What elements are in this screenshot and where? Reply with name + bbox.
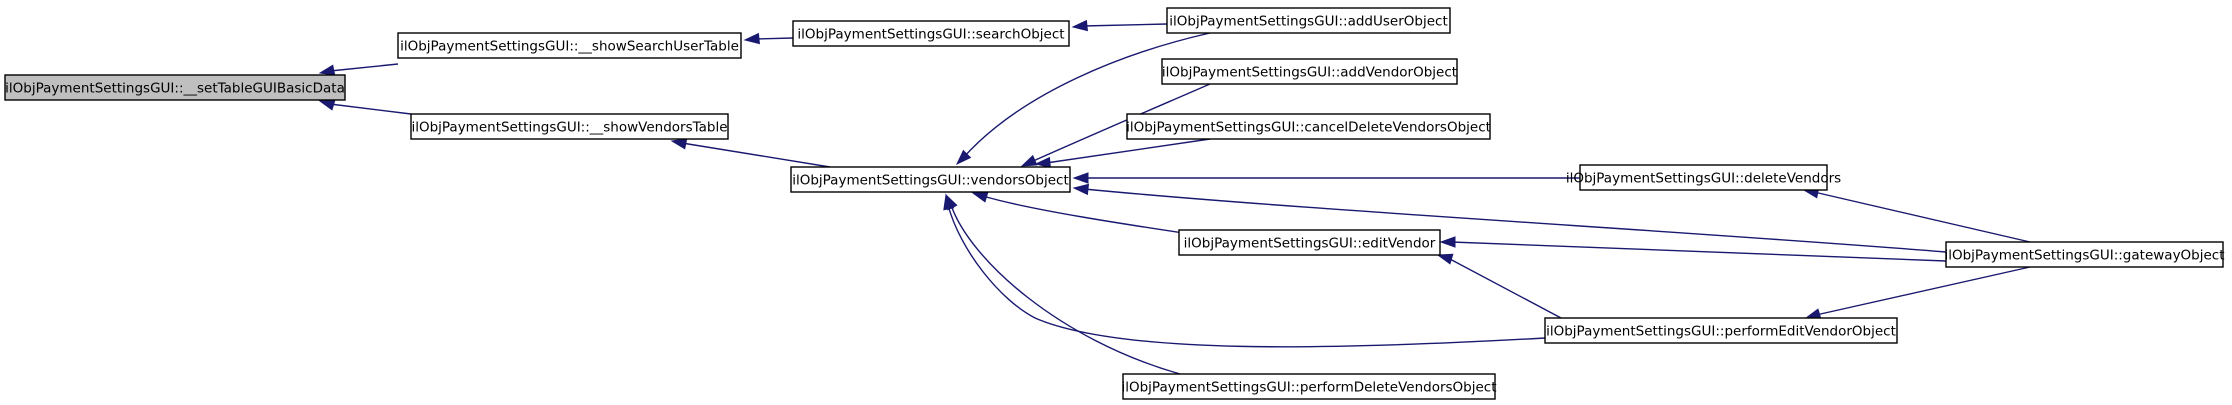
node-box bbox=[397, 32, 742, 59]
node-box bbox=[1122, 373, 1496, 400]
node-showVendorsTable[interactable]: ilObjPaymentSettingsGUI::__showVendorsTa… bbox=[410, 113, 729, 140]
edge-arrowhead bbox=[1436, 253, 1454, 265]
node-cancelDeleteVendorsObject[interactable]: ilObjPaymentSettingsGUI::cancelDeleteVen… bbox=[1126, 113, 1491, 140]
node-label: ilObjPaymentSettingsGUI::addUserObject bbox=[1169, 14, 1448, 30]
edge-line bbox=[982, 195, 1191, 235]
edge-line bbox=[329, 103, 412, 115]
node-label: ilObjPaymentSettingsGUI::performEditVend… bbox=[1546, 324, 1896, 340]
edge-arrowhead bbox=[1020, 154, 1038, 167]
node-deleteVendors[interactable]: ilObjPaymentSettingsGUI::deleteVendors bbox=[1566, 164, 1841, 191]
edge-line bbox=[962, 32, 1211, 159]
node-performEditVendorObject[interactable]: ilObjPaymentSettingsGUI::performEditVend… bbox=[1544, 317, 1898, 344]
edge-line bbox=[681, 142, 831, 168]
edge-gatewayObject-to-vendorsObject bbox=[1072, 183, 1947, 253]
node-label: ilObjPaymentSettingsGUI::__showVendorsTa… bbox=[411, 120, 727, 136]
node-vendorsObject[interactable]: ilObjPaymentSettingsGUI::vendorsObject bbox=[790, 166, 1071, 193]
edge-arrowhead bbox=[1072, 183, 1089, 196]
edge-vendorsObject-to-showVendorsTable bbox=[670, 138, 831, 168]
node-addVendorObject[interactable]: ilObjPaymentSettingsGUI::addVendorObject bbox=[1161, 58, 1458, 85]
edge-showVendorsTable-to-setTableGUIBasicData bbox=[318, 99, 412, 115]
edge-arrowhead bbox=[1439, 236, 1456, 248]
node-label: ilObjPaymentSettingsGUI::searchObject bbox=[797, 27, 1064, 43]
node-label: ilObjPaymentSettingsGUI::addVendorObject bbox=[1162, 65, 1457, 81]
node-gatewayObject[interactable]: ilObjPaymentSettingsGUI::gatewayObject bbox=[1944, 241, 2225, 268]
edge-line bbox=[950, 204, 1181, 375]
edge-searchObject-to-showSearchUserTable bbox=[743, 32, 794, 45]
call-edges bbox=[318, 19, 2031, 375]
edge-addUserObject-to-searchObject bbox=[1071, 19, 1168, 32]
node-label: ilObjPaymentSettingsGUI::cancelDeleteVen… bbox=[1126, 120, 1491, 136]
edge-line bbox=[1083, 188, 1947, 253]
edge-line bbox=[754, 37, 794, 40]
edge-line bbox=[1813, 191, 2031, 243]
edge-line bbox=[1082, 23, 1168, 27]
node-performDeleteVendorsObject[interactable]: ilObjPaymentSettingsGUI::performDeleteVe… bbox=[1121, 373, 1497, 400]
node-box bbox=[1166, 7, 1451, 34]
edge-line bbox=[1450, 241, 1947, 262]
node-addUserObject[interactable]: ilObjPaymentSettingsGUI::addUserObject bbox=[1166, 7, 1451, 34]
edge-gatewayObject-to-performEditVendorObject bbox=[1804, 266, 2031, 320]
call-nodes: ilObjPaymentSettingsGUI::__setTableGUIBa… bbox=[4, 7, 2225, 400]
edge-deleteVendors-to-vendorsObject bbox=[1072, 172, 1580, 184]
node-showSearchUserTable[interactable]: ilObjPaymentSettingsGUI::__showSearchUse… bbox=[397, 32, 742, 59]
node-box bbox=[790, 166, 1071, 193]
edge-line bbox=[947, 204, 1546, 348]
node-box bbox=[4, 74, 346, 101]
node-label: ilObjPaymentSettingsGUI::editVendor bbox=[1184, 236, 1436, 252]
edge-performEditVendorObject-to-editVendor bbox=[1436, 253, 1562, 319]
edge-addVendorObject-to-vendorsObject bbox=[1020, 83, 1211, 167]
node-label: ilObjPaymentSettingsGUI::gatewayObject bbox=[1944, 248, 2224, 264]
node-setTableGUIBasicData[interactable]: ilObjPaymentSettingsGUI::__setTableGUIBa… bbox=[4, 74, 346, 101]
edge-arrowhead bbox=[1071, 19, 1088, 32]
edge-arrowhead bbox=[1034, 156, 1051, 169]
edge-arrowhead bbox=[971, 191, 989, 203]
edge-arrowhead bbox=[955, 149, 972, 166]
edge-line bbox=[1030, 83, 1211, 163]
node-box bbox=[1579, 164, 1828, 191]
edge-performDeleteVendorsObject-to-vendorsObject bbox=[945, 193, 1181, 375]
edge-arrowhead bbox=[318, 99, 336, 111]
edge-editVendor-to-vendorsObject bbox=[971, 191, 1191, 235]
node-label: ilObjPaymentSettingsGUI::performDeleteVe… bbox=[1121, 380, 1496, 396]
edge-line bbox=[329, 63, 399, 72]
edge-showSearchUserTable-to-setTableGUIBasicData bbox=[318, 63, 399, 76]
node-box bbox=[1945, 241, 2224, 268]
edge-line bbox=[1045, 138, 1211, 164]
node-box bbox=[1126, 113, 1491, 140]
edge-arrowhead bbox=[670, 138, 688, 150]
edge-arrowhead bbox=[743, 32, 760, 45]
node-searchObject[interactable]: ilObjPaymentSettingsGUI::searchObject bbox=[792, 20, 1070, 47]
node-label: ilObjPaymentSettingsGUI::vendorsObject bbox=[792, 173, 1069, 189]
node-box bbox=[1178, 229, 1441, 256]
node-box bbox=[1161, 58, 1458, 85]
node-editVendor[interactable]: ilObjPaymentSettingsGUI::editVendor bbox=[1178, 229, 1441, 256]
edge-gatewayObject-to-deleteVendors bbox=[1802, 187, 2031, 243]
node-label: ilObjPaymentSettingsGUI::deleteVendors bbox=[1566, 171, 1841, 187]
edge-arrowhead bbox=[945, 193, 958, 211]
node-box bbox=[792, 20, 1070, 47]
edge-addUserObject-to-vendorsObject bbox=[955, 32, 1211, 166]
edge-arrowhead bbox=[1072, 172, 1089, 184]
node-box bbox=[410, 113, 729, 140]
edge-line bbox=[1447, 257, 1562, 319]
node-label: ilObjPaymentSettingsGUI::__setTableGUIBa… bbox=[5, 81, 345, 97]
edge-arrowhead bbox=[318, 64, 336, 76]
edge-cancelDeleteVendorsObject-to-vendorsObject bbox=[1034, 138, 1211, 169]
node-box bbox=[1544, 317, 1898, 344]
edge-gatewayObject-to-editVendor bbox=[1439, 236, 1947, 262]
edge-line bbox=[1815, 266, 2031, 316]
node-label: ilObjPaymentSettingsGUI::__showSearchUse… bbox=[400, 39, 739, 55]
